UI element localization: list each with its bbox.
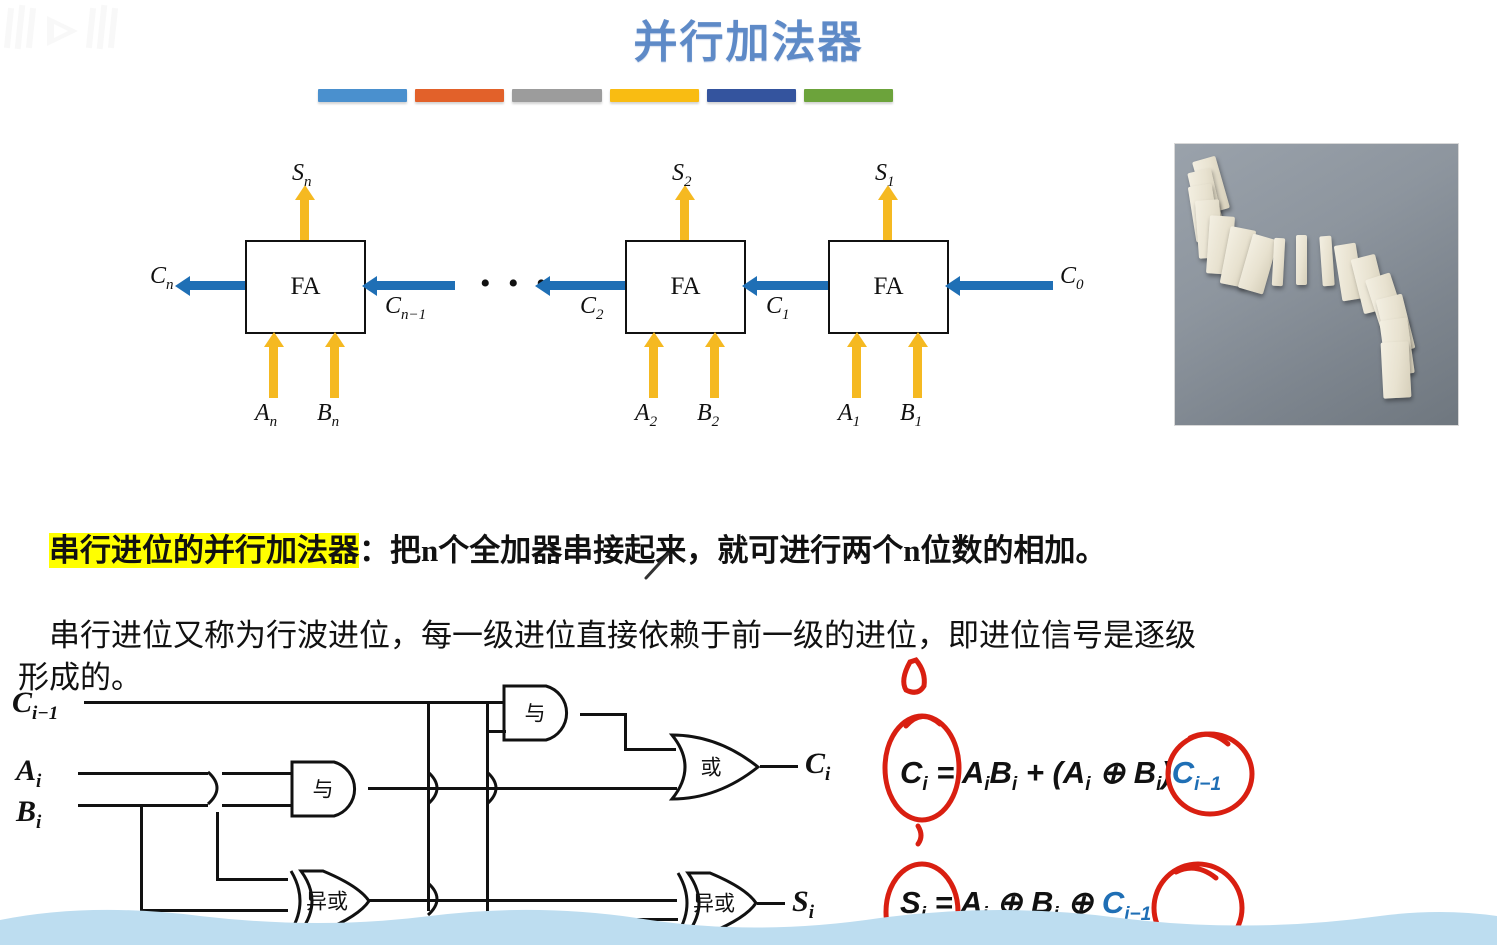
explanation-text: 串行进位又称为行波进位，每一级进位直接依赖于前一级的进位，即进位信号是逐级形成的… — [18, 617, 1196, 695]
and-gate-2-label-wrap: 与 — [502, 684, 568, 742]
fa-block-1: FA — [828, 240, 949, 334]
bar-orange — [415, 89, 505, 102]
wire-b-down — [140, 804, 143, 912]
carry-out-arrow-n — [188, 281, 245, 290]
and-gate-2-label: 与 — [524, 701, 546, 726]
wire-hop-ab — [206, 770, 219, 806]
xor-gate-2-label-wrap: 异或 — [683, 870, 745, 936]
carry-out-arrow-2 — [548, 281, 625, 290]
input-arrow-a-1 — [852, 345, 861, 398]
carry-formula-highlight: Ci−1 — [1171, 755, 1222, 796]
label-b-n: Bn — [317, 400, 340, 430]
xor-gate-1-label-wrap: 异或 — [296, 868, 358, 934]
label-s-1: S1 — [875, 160, 895, 190]
bilibili-watermark-icon — [3, 2, 129, 57]
carry-in-arrow-1 — [958, 281, 1053, 290]
label-a-1: A1 — [838, 400, 861, 430]
label-s-2: S2 — [672, 160, 692, 190]
wire-c-rail — [84, 701, 427, 704]
label-c-n: Cn — [150, 263, 174, 293]
explanation-paragraph: 串行进位又称为行波进位，每一级进位直接依赖于前一级的进位，即进位信号是逐级形成的… — [18, 573, 1218, 740]
ripple-carry-block-diagram: FA Sn Cn Cn−1 An Bn • • • FA — [140, 145, 1120, 435]
xor-gate-1-label: 异或 — [306, 889, 348, 914]
input-arrow-b-2 — [710, 345, 719, 398]
wire-xor2-in-top — [427, 899, 677, 902]
and-gate-1-label-wrap: 与 — [290, 760, 356, 818]
logic-input-label-b: Bi — [16, 795, 42, 833]
wire-a-rail-2 — [222, 772, 296, 775]
highlighted-term: 串行进位的并行加法器 — [49, 532, 359, 568]
wire-and2-in-bot — [486, 730, 506, 733]
logic-input-label-c: Ci−1 — [12, 686, 59, 724]
label-c-1: C1 — [766, 293, 790, 323]
label-c-2: C2 — [580, 293, 604, 323]
wire-or-in-bot — [427, 787, 677, 790]
fa-block-label: FA — [670, 273, 701, 300]
fa-block-label: FA — [873, 273, 904, 300]
wire-and2-out — [580, 713, 627, 716]
or-gate — [668, 733, 761, 801]
fa-block-2: FA — [625, 240, 746, 334]
wire-and2-in-top — [427, 701, 504, 704]
wire-a-to-xor1 — [216, 878, 288, 881]
xor-gate-1 — [289, 869, 371, 933]
sum-arrow-1 — [883, 198, 892, 240]
or-gate-label-wrap: 或 — [680, 732, 742, 802]
logic-output-label-s: Si — [792, 885, 814, 923]
input-arrow-b-n — [330, 345, 339, 398]
wire-a-down — [216, 812, 219, 880]
bar-blue-light — [318, 89, 408, 102]
label-b-2: B2 — [697, 400, 720, 430]
label-a-2: A2 — [635, 400, 658, 430]
label-c-0: C0 — [1060, 263, 1084, 293]
wire-and2-out-to-or — [624, 748, 676, 751]
wire-bus-col1 — [427, 701, 430, 911]
wire-and1-out — [368, 787, 430, 790]
wire-ci-out — [760, 765, 798, 768]
fa-block-label: FA — [290, 273, 321, 300]
logic-output-label-c: Ci — [805, 747, 831, 785]
definition-rest: ：把n个全加器串接起来，就可进行两个n位数的相加。 — [359, 532, 1107, 568]
label-a-n: An — [255, 400, 278, 430]
xor-gate-2-label: 异或 — [693, 891, 735, 916]
wire-b-rail — [78, 804, 208, 807]
definition-paragraph: 串行进位的并行加法器：把n个全加器串接起来，就可进行两个n位数的相加。 — [18, 488, 1106, 614]
label-s-n: Sn — [292, 160, 312, 190]
accent-bar-row — [318, 89, 894, 102]
carry-in-arrow-2 — [755, 281, 828, 290]
or-gate-label: 或 — [700, 755, 722, 780]
sum-arrow-n — [300, 198, 309, 240]
bar-green — [803, 89, 894, 102]
wire-col2-down — [486, 730, 489, 920]
bottom-wave-decoration — [0, 909, 1497, 945]
bar-amber — [609, 89, 699, 102]
wire-si-out — [757, 902, 785, 905]
bar-blue-dark — [706, 89, 796, 102]
wire-and2-out-down — [624, 713, 627, 751]
carry-formula-lhs: Ci — [900, 755, 928, 796]
domino-chain-photo — [1174, 143, 1459, 426]
input-arrow-b-1 — [913, 345, 922, 398]
bar-gray — [512, 89, 602, 102]
wire-xor1-out — [368, 899, 430, 902]
input-arrow-a-2 — [649, 345, 658, 398]
wire-b-to-xor1 — [140, 909, 288, 912]
and-gate-1-label: 与 — [312, 777, 334, 802]
full-adder-logic-diagram: Ci−1 Ai Bi 与 — [0, 672, 840, 945]
sum-arrow-2 — [680, 198, 689, 240]
wire-a-rail — [78, 772, 208, 775]
xor-gate-2 — [676, 871, 758, 935]
fa-block-n: FA — [245, 240, 366, 334]
carry-formula: Ci = AiBi + (Ai ⊕ Bi)Ci−1 — [900, 755, 1222, 796]
wire-b-rail-2 — [222, 804, 296, 807]
and-gate-2-shape — [502, 684, 569, 742]
label-b-1: B1 — [900, 400, 923, 430]
carry-in-arrow-n — [375, 281, 455, 290]
and-gate-1 — [290, 760, 357, 818]
logic-input-label-a: Ai — [16, 754, 42, 792]
page-title: 并行加法器 — [633, 18, 864, 67]
label-c-n-1: Cn−1 — [385, 293, 427, 323]
input-arrow-a-n — [269, 345, 278, 398]
